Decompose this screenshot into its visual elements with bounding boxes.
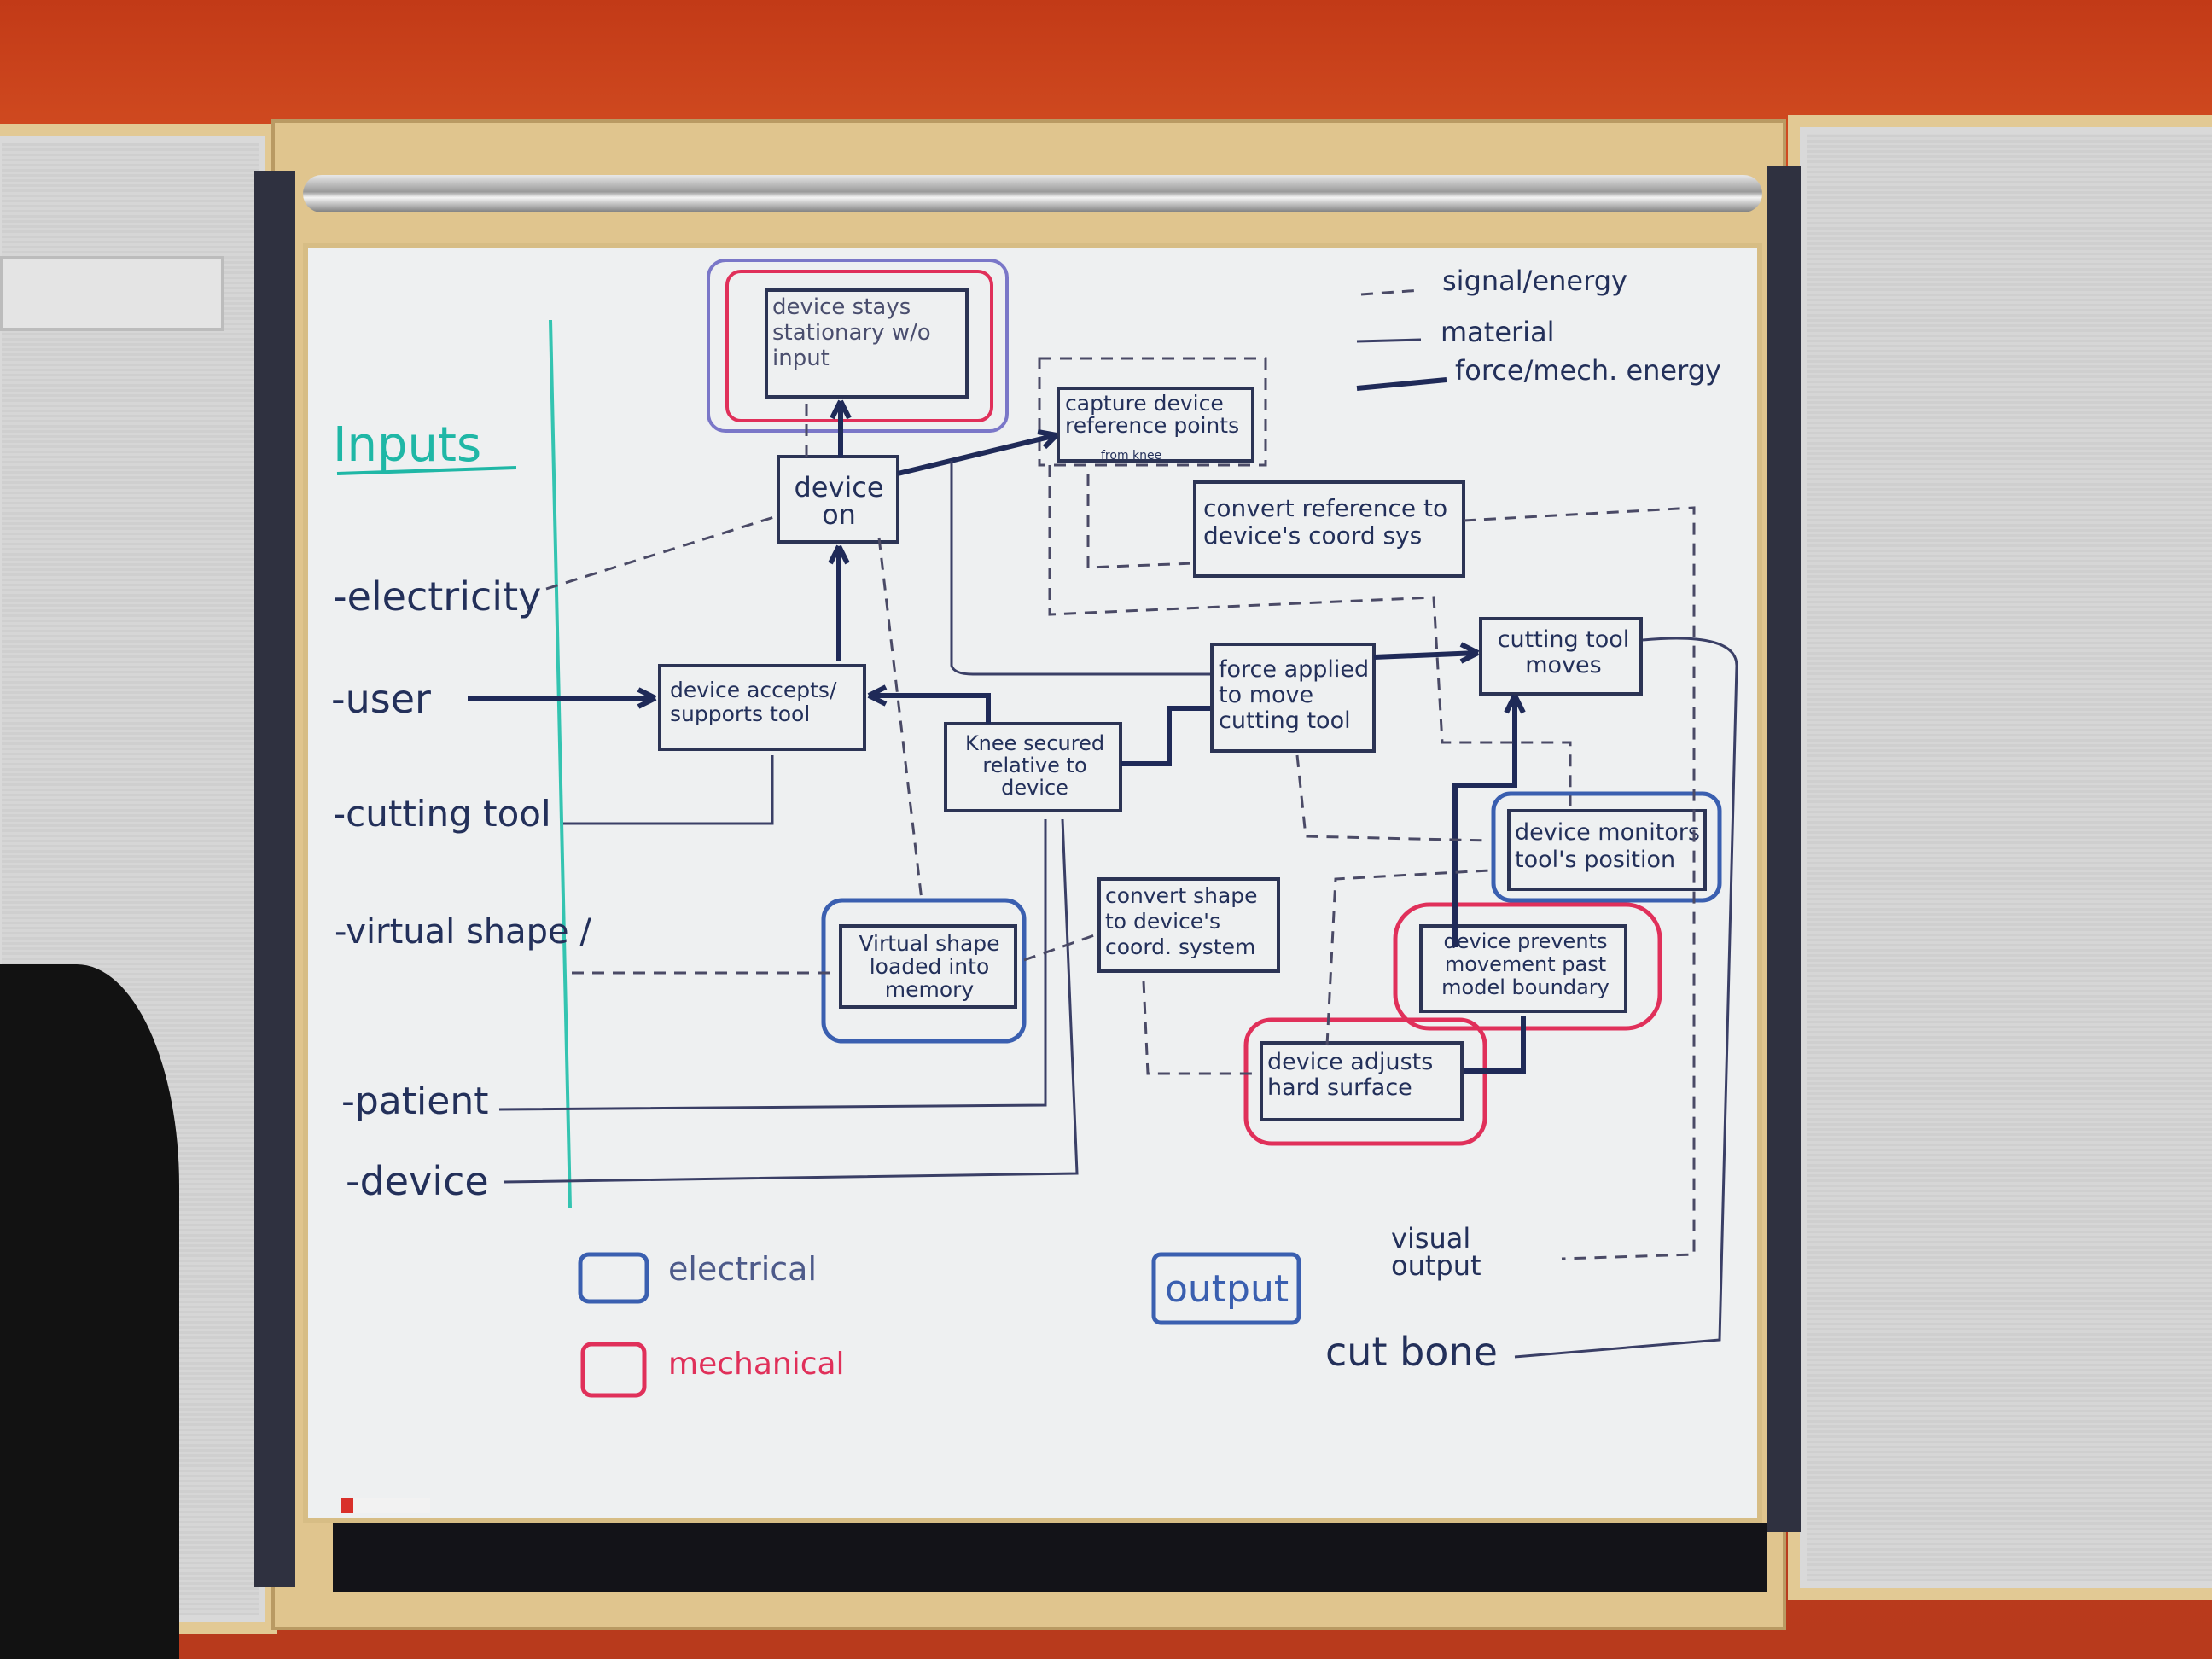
legend-signal-label: signal/energy — [1442, 265, 1627, 297]
node-device-on-text-wrap: device on — [794, 474, 884, 531]
key-electrical-label: electrical — [668, 1250, 817, 1288]
node-virtual-label: Virtual shape loaded into memory — [859, 932, 1000, 1002]
node-convert-shape-text-wrap: convert shape to device's coord. system — [1105, 883, 1258, 959]
node-convert-ref-text-wrap: convert reference to device's coord sys — [1203, 495, 1448, 550]
whiteboard — [303, 243, 1762, 1523]
node-adjusts-text-wrap: device adjusts hard surface — [1267, 1050, 1434, 1101]
node-accepts-label: device accepts/ supports tool — [670, 678, 837, 726]
prevents-mechanical-ring — [1393, 902, 1662, 1031]
input-patient: -patient — [341, 1080, 488, 1123]
output-label: output — [1165, 1267, 1289, 1311]
visual-output-wrap: visual output — [1391, 1225, 1481, 1282]
marker-tray — [333, 1523, 1767, 1592]
node-virtual-text-wrap: Virtual shape loaded into memory — [859, 932, 1000, 1002]
key-mechanical-swatch — [580, 1342, 647, 1398]
node-device-on-label: device on — [794, 474, 884, 531]
legend-signal-line — [1360, 288, 1422, 296]
output-cut-bone: cut bone — [1325, 1329, 1498, 1375]
node-knee-label: Knee secured relative to device — [964, 732, 1105, 800]
virtual-electrical-ring — [821, 898, 1027, 1044]
key-mechanical-label: mechanical — [668, 1347, 845, 1382]
node-capture-label: capture device reference points — [1065, 393, 1240, 438]
right-rail — [1767, 166, 1801, 1532]
node-force — [1210, 643, 1376, 753]
connectors — [468, 399, 1738, 1359]
output-box — [1151, 1252, 1301, 1325]
node-stationary-text-wrap: device stays stationary w/o input — [772, 294, 931, 371]
node-tool-moves-label: cutting tool moves — [1497, 627, 1630, 678]
input-cutting-tool: -cutting tool — [333, 793, 551, 835]
right-cabinet-door — [1788, 115, 2212, 1600]
inputs-underline — [336, 466, 517, 475]
stationary-mechanical-ring — [725, 270, 993, 422]
node-accepts-text-wrap: device accepts/ supports tool — [670, 678, 837, 726]
node-convert-shape-label: convert shape to device's coord. system — [1105, 883, 1258, 959]
output-visual: visual output — [1391, 1225, 1481, 1282]
node-knee — [944, 722, 1122, 812]
person-silhouette — [0, 964, 179, 1659]
legend-force-label: force/mech. energy — [1455, 354, 1721, 387]
input-device: -device — [346, 1158, 489, 1204]
node-monitors-label: device monitors tool's position — [1515, 819, 1700, 873]
inputs-heading: Inputs — [333, 417, 481, 473]
key-electrical-swatch — [578, 1252, 649, 1304]
node-tool-moves-text-wrap: cutting tool moves — [1497, 627, 1630, 678]
node-capture-sublabel: from knee — [1101, 449, 1161, 463]
node-prevents — [1419, 924, 1627, 1013]
input-electricity: -electricity — [333, 573, 541, 620]
door-handle — [0, 256, 224, 331]
node-stationary-label: device stays stationary w/o input — [772, 294, 931, 371]
node-virtual — [839, 924, 1017, 1009]
node-prevents-label: device prevents movement past model boun… — [1441, 930, 1610, 999]
node-stationary — [765, 288, 969, 399]
legend-material-label: material — [1441, 316, 1555, 348]
input-virtual-shape: -virtual shape / — [335, 912, 591, 952]
adjusts-mechanical-ring — [1243, 1017, 1487, 1146]
input-user: -user — [331, 676, 431, 722]
brand-sticker — [341, 1498, 430, 1513]
node-knee-text-wrap: Knee secured relative to device — [964, 732, 1105, 800]
node-convert-shape — [1097, 877, 1280, 973]
stationary-electrical-ring — [707, 259, 1009, 433]
paper-roller — [303, 175, 1762, 212]
legend-material-line — [1356, 338, 1422, 343]
node-force-label: force applied to move cutting tool — [1219, 657, 1370, 734]
node-accepts — [658, 664, 866, 751]
node-prevents-text-wrap: device prevents movement past model boun… — [1441, 930, 1610, 999]
node-capture — [1057, 387, 1254, 463]
capture-signal-boundary — [1038, 357, 1267, 467]
node-convert-ref — [1193, 480, 1465, 578]
node-monitors — [1507, 809, 1707, 891]
inputs-divider — [549, 319, 572, 1208]
node-tool-moves — [1479, 617, 1643, 696]
node-force-text-wrap: force applied to move cutting tool — [1219, 657, 1370, 734]
legend-force-line — [1356, 377, 1447, 391]
node-convert-ref-label: convert reference to device's coord sys — [1203, 495, 1448, 550]
node-monitors-text-wrap: device monitors tool's position — [1515, 819, 1700, 873]
node-capture-text-wrap: capture device reference points — [1065, 393, 1240, 438]
left-rail — [254, 171, 295, 1587]
node-adjusts — [1260, 1041, 1464, 1121]
monitors-electrical-ring — [1491, 791, 1722, 903]
node-adjusts-label: device adjusts hard surface — [1267, 1050, 1434, 1101]
